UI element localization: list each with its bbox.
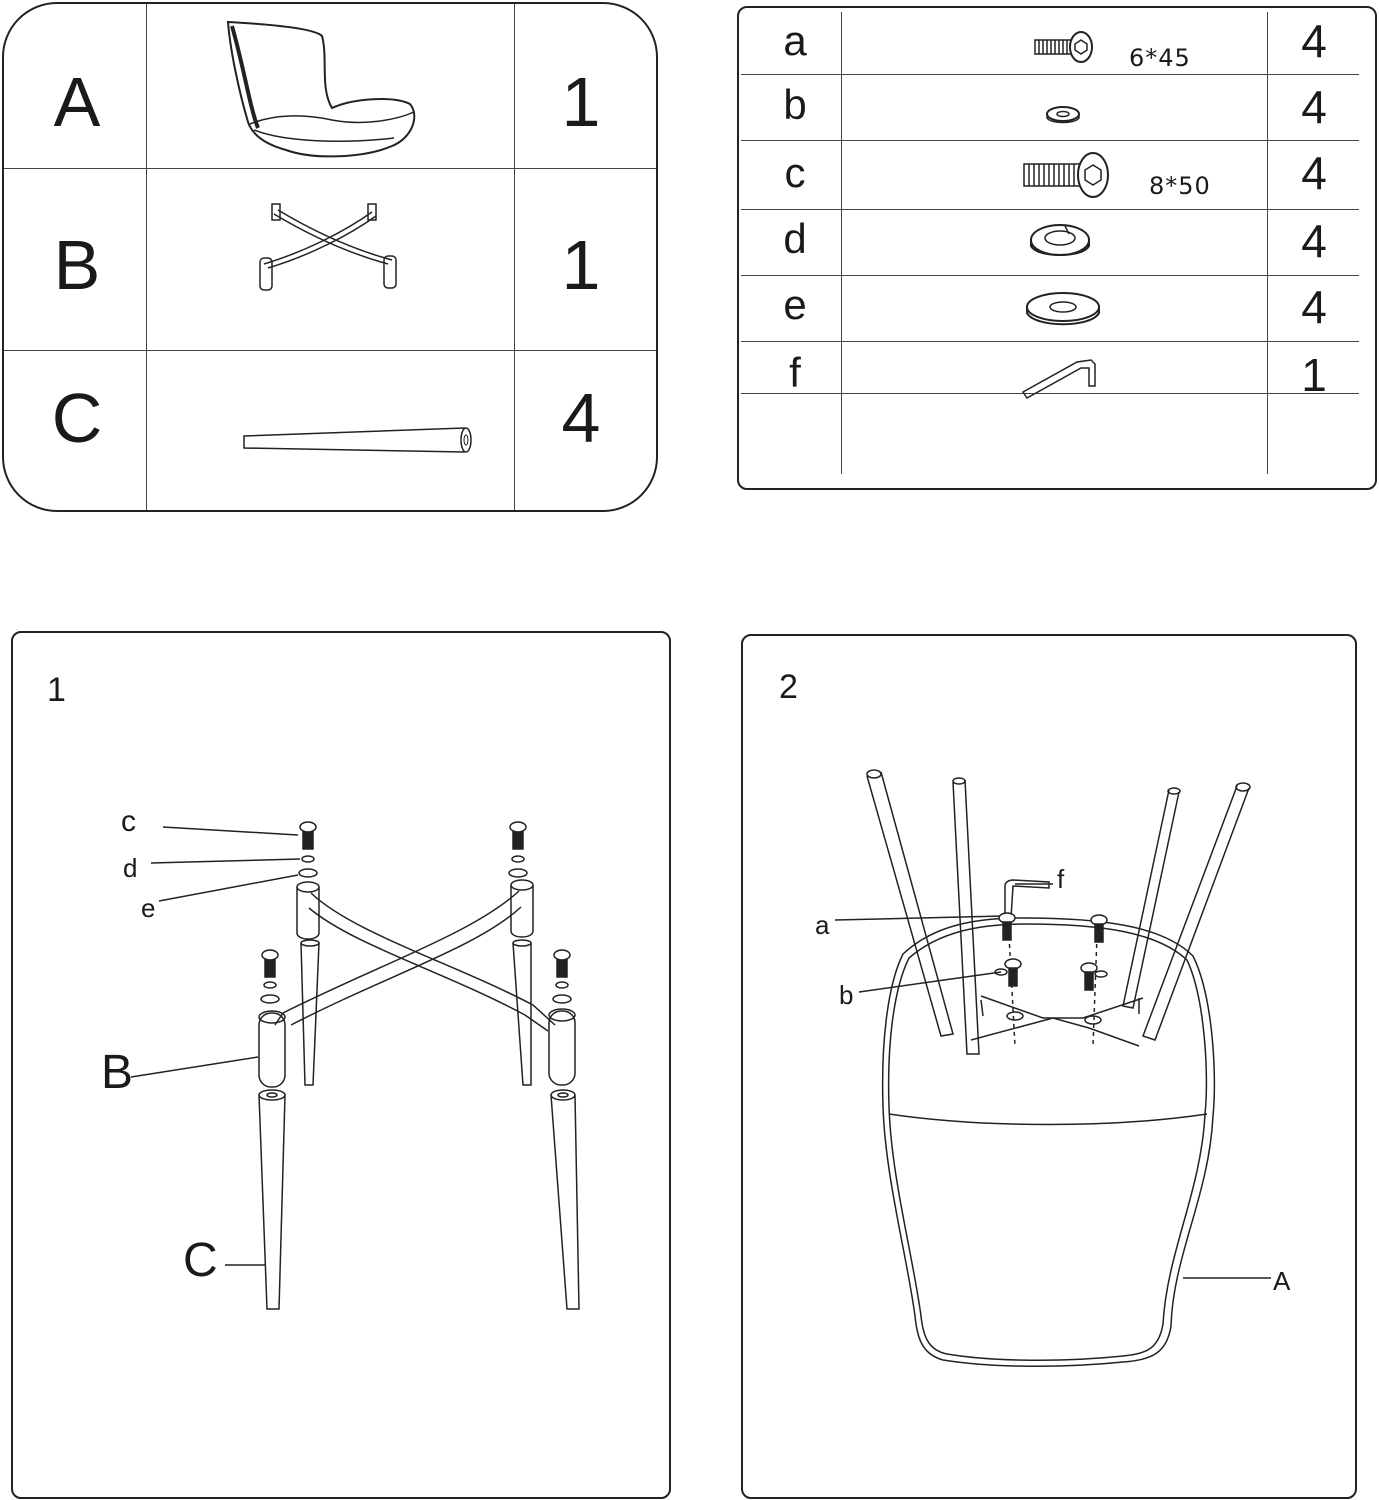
callout-label-c: c <box>121 805 136 838</box>
callout-label-a: a <box>815 910 830 940</box>
callout-label-f: f <box>1057 864 1065 894</box>
column-divider <box>1267 12 1268 474</box>
cross-base-frame-icon <box>259 203 397 291</box>
row-divider <box>741 393 1359 394</box>
part-letter: B <box>53 226 101 304</box>
hardware-letter: c <box>784 149 806 196</box>
hex-bolt-icon <box>1034 31 1093 63</box>
flat-washer-icon <box>1026 292 1100 326</box>
seat-attachment-diagram <box>834 769 1271 1368</box>
column-divider <box>146 4 147 510</box>
row-divider <box>741 209 1359 210</box>
chair-seat-icon <box>226 20 416 158</box>
callout-label-d: d <box>123 853 138 883</box>
hardware-quantity: 4 <box>1301 281 1327 333</box>
part-quantity: 1 <box>561 226 601 304</box>
callout-label-C: C <box>183 1234 218 1287</box>
hardware-letter: d <box>783 215 807 262</box>
step-2-panel: 2 a b f A <box>741 634 1357 1499</box>
hardware-quantity: 4 <box>1301 215 1327 267</box>
row-divider <box>741 140 1359 141</box>
callout-label-B: B <box>101 1046 134 1099</box>
part-letter: C <box>51 379 103 457</box>
column-divider <box>841 12 842 474</box>
hardware-quantity: 4 <box>1301 147 1327 199</box>
column-divider <box>514 4 515 510</box>
small-washer-icon <box>1046 106 1080 124</box>
step-number: 2 <box>779 668 798 706</box>
row-divider <box>4 350 656 351</box>
hardware-size: 8*50 <box>1149 172 1211 200</box>
tapered-leg-icon <box>243 427 472 453</box>
spring-washer-icon <box>1030 224 1090 256</box>
row-divider <box>741 275 1359 276</box>
hex-bolt-large-icon <box>1023 152 1109 198</box>
parts-table: A 1 B 1 C 4 <box>2 2 658 512</box>
allen-key-icon <box>1021 359 1096 399</box>
hardware-letter: f <box>789 349 801 396</box>
hardware-letter: e <box>783 281 807 328</box>
part-quantity: 4 <box>561 379 601 457</box>
step-1-panel: 1 c d e B C <box>11 631 671 1499</box>
hardware-size: 6*45 <box>1129 44 1191 72</box>
hardware-table: a 4 6*45 b 4 c 4 8*50 d 4 <box>737 6 1377 490</box>
hardware-letter: b <box>783 81 807 128</box>
hardware-quantity: 4 <box>1301 81 1327 133</box>
hardware-quantity: 4 <box>1301 15 1327 67</box>
hardware-quantity: 1 <box>1301 349 1327 401</box>
part-quantity: 1 <box>561 63 601 141</box>
part-letter: A <box>53 63 101 141</box>
base-leg-assembly-diagram <box>130 821 580 1310</box>
row-divider <box>4 168 656 169</box>
hardware-letter: a <box>783 17 807 64</box>
row-divider <box>741 74 1359 75</box>
callout-label-b: b <box>839 980 854 1010</box>
callout-label-e: e <box>141 893 156 923</box>
row-divider <box>741 341 1359 342</box>
step-number: 1 <box>47 671 66 709</box>
callout-label-A: A <box>1273 1266 1291 1296</box>
